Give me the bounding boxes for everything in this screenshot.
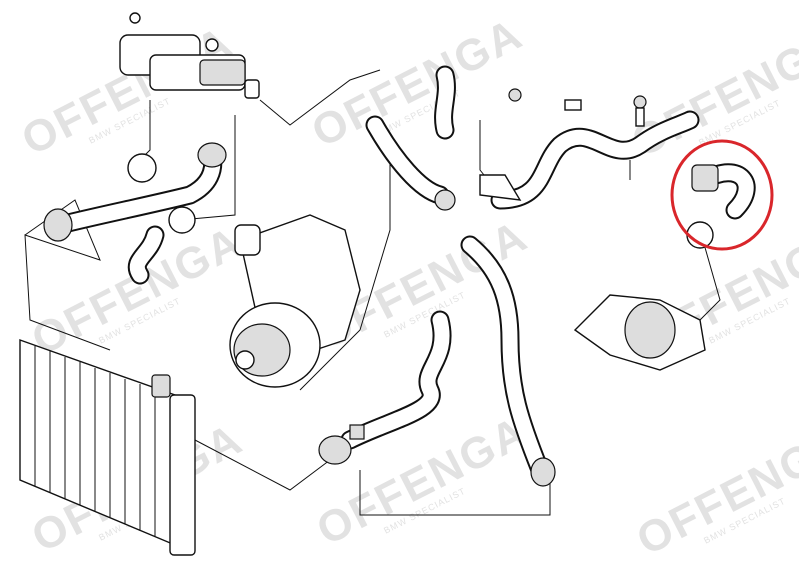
hose-left — [43, 142, 227, 242]
leader-lines — [24, 69, 721, 516]
bolts — [508, 88, 647, 127]
water-pump — [229, 214, 361, 388]
highlighted-hose — [691, 163, 756, 220]
bracket — [434, 174, 522, 211]
highlight-circle — [670, 139, 774, 251]
hose-middle-s — [318, 310, 452, 465]
radiator — [19, 339, 196, 556]
hose-long-vertical — [460, 235, 556, 487]
hose-long-upper — [490, 110, 700, 210]
hose-upper-middle — [365, 65, 456, 205]
thermostat-right — [573, 294, 706, 371]
thermostat-housing — [119, 12, 260, 99]
small-hose — [127, 225, 165, 285]
